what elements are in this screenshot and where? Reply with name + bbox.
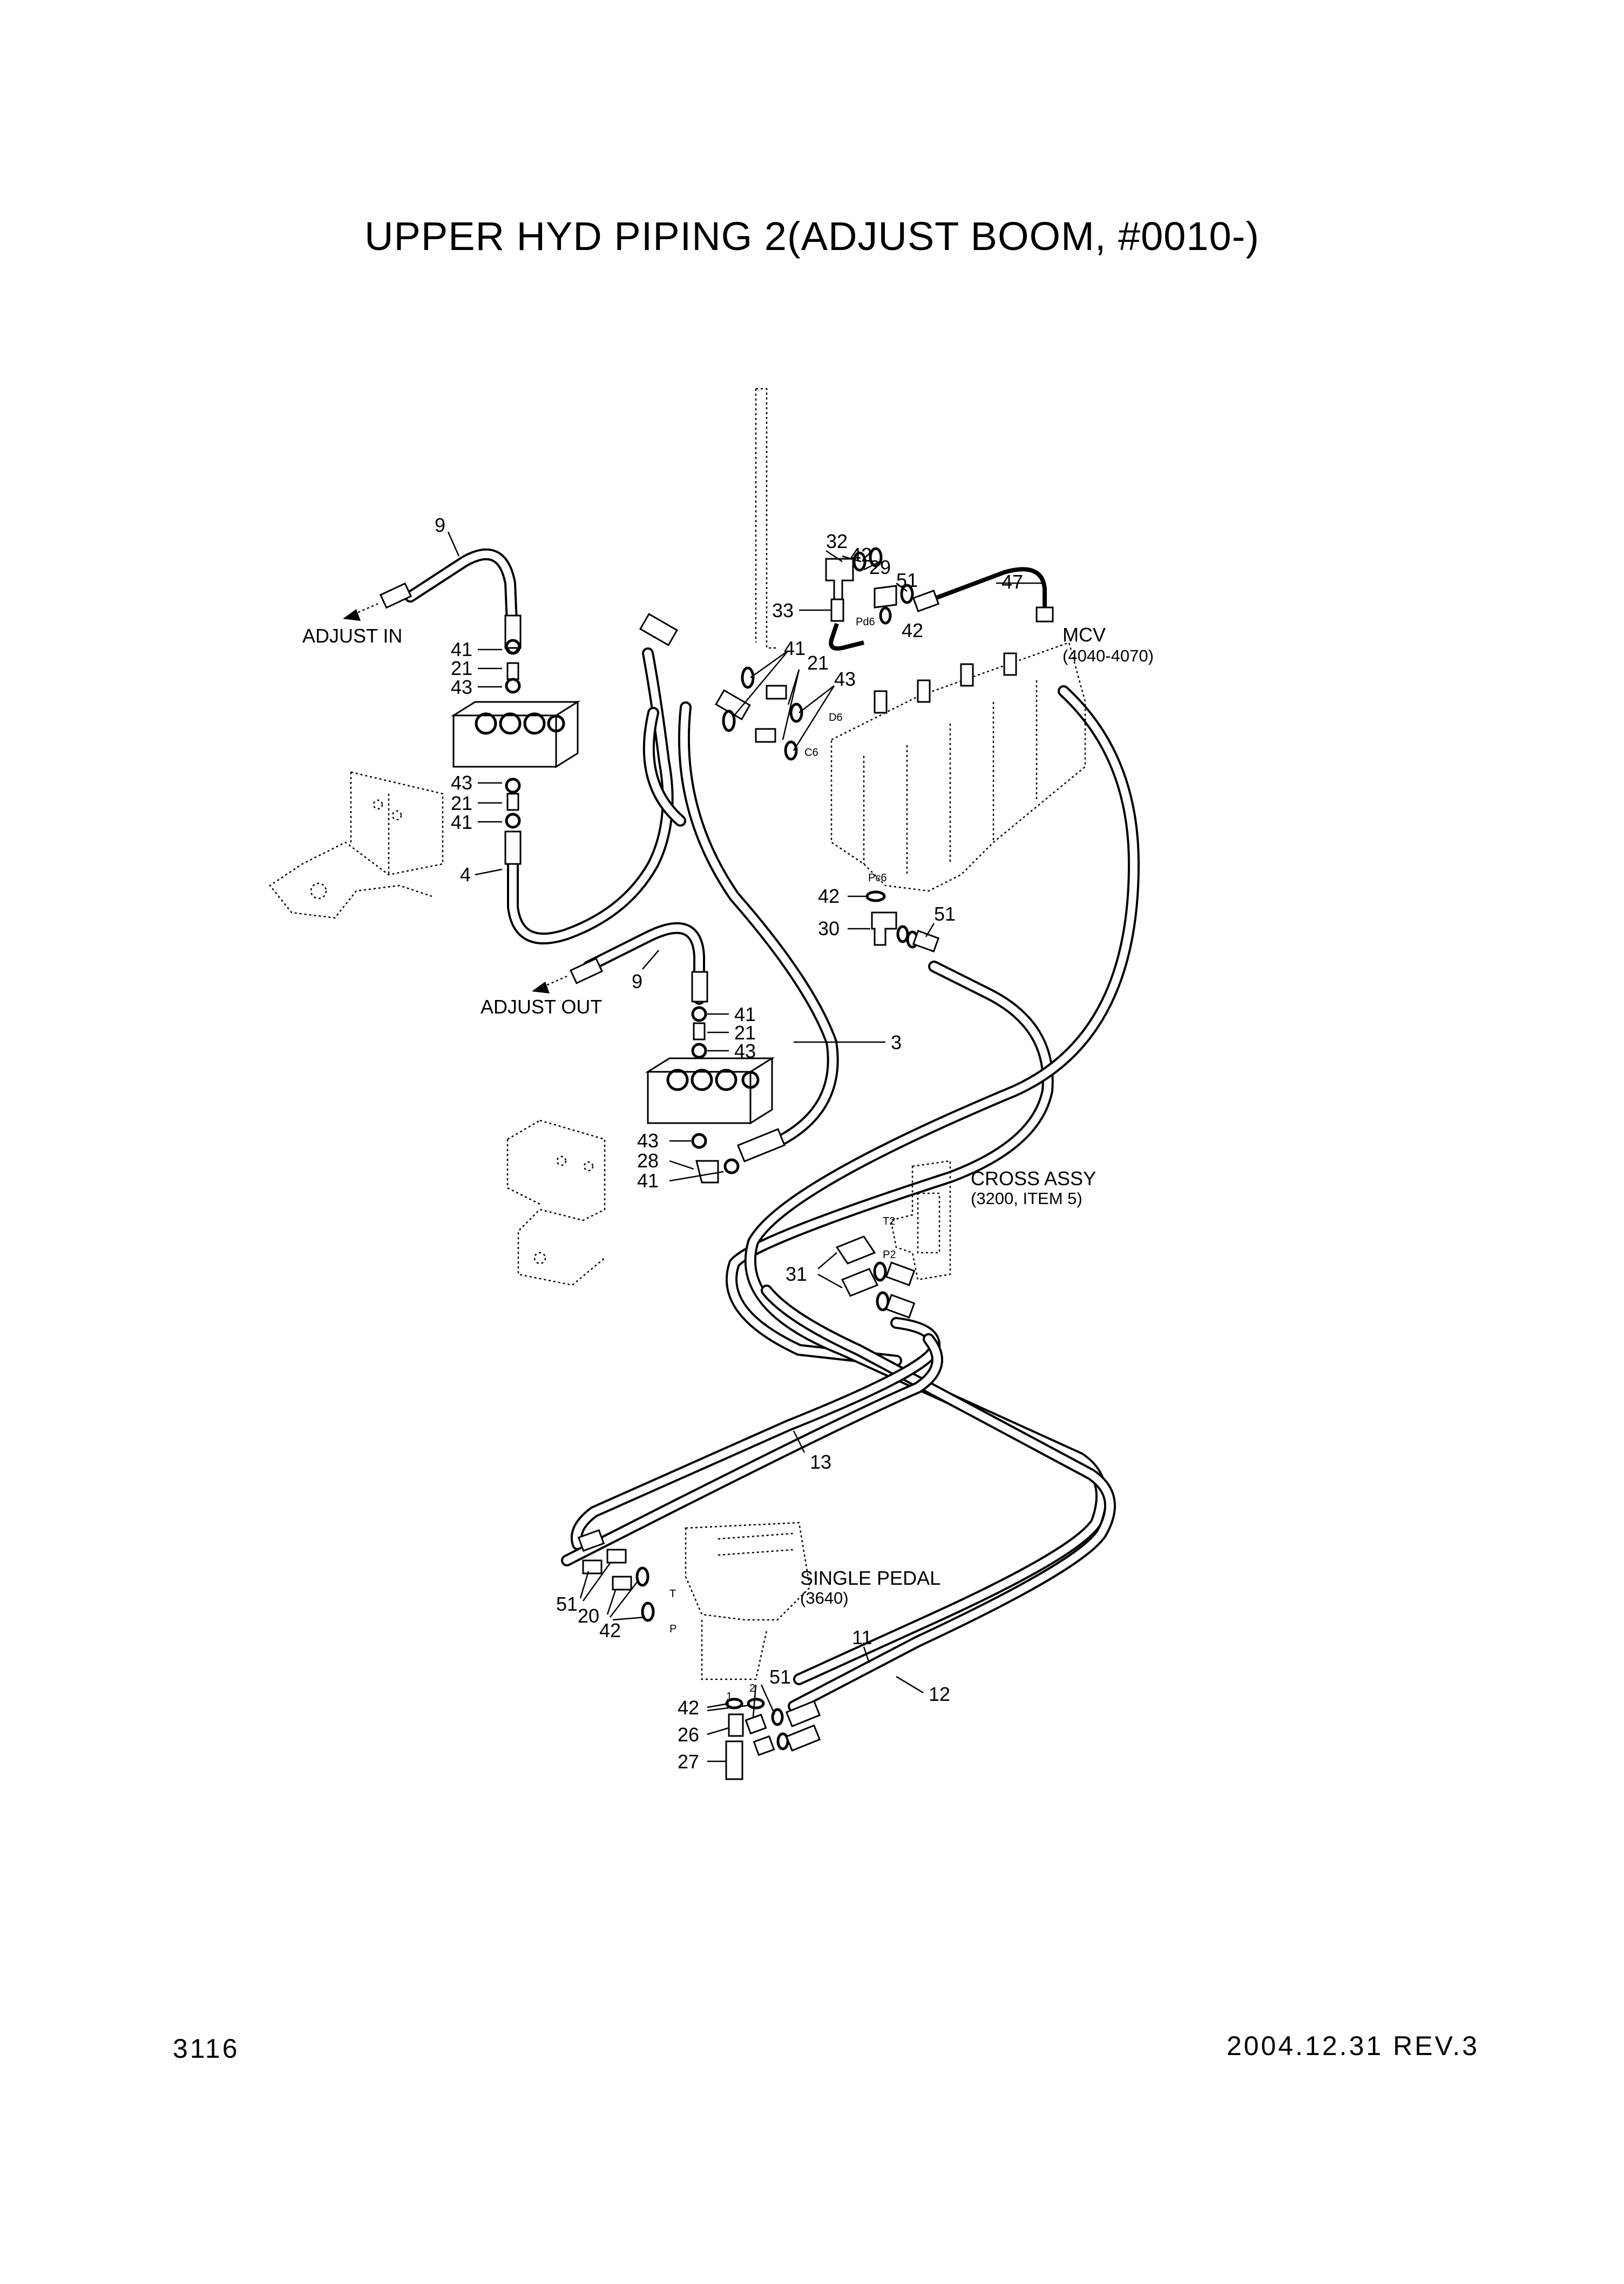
hose-11-12 [761, 1285, 1116, 1712]
callout-43-b: 43 [451, 772, 472, 794]
bracket-upper [269, 771, 444, 919]
callout-43-d: 43 [637, 1130, 659, 1152]
callout-9-upper: 9 [435, 514, 445, 536]
adjust-out-arrow-icon [532, 975, 567, 994]
callout-42-d: 42 [599, 1619, 621, 1641]
cross-assy-label: CROSS ASSY [971, 1167, 1096, 1190]
callout-26: 26 [678, 1724, 699, 1746]
callout-42-e: 42 [678, 1697, 699, 1719]
cross-assembly [890, 1160, 951, 1281]
date-revision: 2004.12.31 REV.3 [1226, 2031, 1479, 2061]
callout-21-a: 21 [451, 657, 472, 679]
callout-9-lower: 9 [632, 970, 642, 992]
port-p2-label: P2 [883, 1249, 896, 1261]
port-pd6-label: Pd6 [856, 616, 875, 628]
port-d6-label: D6 [829, 712, 843, 724]
port-p-label: P [669, 1623, 676, 1635]
bracket-lower [506, 1119, 606, 1286]
adjust-out-label: ADJUST OUT [481, 996, 602, 1018]
mcv-valve-body [755, 388, 1086, 892]
callout-42-a: 42 [850, 544, 872, 566]
callout-30: 30 [818, 917, 840, 940]
callout-41-d: 41 [637, 1170, 659, 1192]
single-pedal-valve [685, 1522, 811, 1680]
callout-21-b: 21 [451, 792, 472, 814]
hose-9-upper [404, 548, 519, 654]
callout-41-a: 41 [451, 638, 472, 660]
callout-42-c: 42 [818, 885, 840, 907]
fittings [379, 547, 1054, 1780]
callout-51-c: 51 [556, 1593, 578, 1615]
callout-31: 31 [786, 1263, 807, 1285]
junction-block-upper [450, 700, 581, 768]
page-title: UPPER HYD PIPING 2(ADJUST BOOM, #0010-) [364, 214, 1260, 259]
hose-to-d6 [642, 707, 686, 827]
page-number: 3116 [173, 2033, 240, 2064]
callout-21-c: 21 [734, 1022, 756, 1044]
callout-20: 20 [578, 1605, 599, 1627]
callout-51-b: 51 [934, 903, 956, 925]
single-pedal-ref-label: (3640) [800, 1589, 849, 1607]
mcv-label: MCV [1063, 624, 1106, 646]
callout-11: 11 [852, 1626, 872, 1648]
hose-pc6-to-cross [726, 961, 1054, 1367]
hose-3 [678, 701, 839, 1151]
callout-41-b: 41 [451, 811, 472, 833]
callout-27: 27 [678, 1751, 699, 1773]
cross-assy-ref-label: (3200, ITEM 5) [971, 1189, 1082, 1208]
hose-mcv-long [744, 685, 1140, 1685]
callout-3: 3 [891, 1031, 902, 1053]
callout-43-a: 43 [451, 676, 472, 698]
callout-47: 47 [1002, 571, 1023, 593]
port-pc6-label: Pc6 [868, 872, 887, 884]
callout-29: 29 [869, 556, 891, 578]
port-t-label: T [669, 1588, 676, 1600]
callout-43-e: 43 [834, 668, 856, 690]
hose-4 [507, 647, 674, 945]
callout-51-d: 51 [769, 1666, 791, 1688]
mcv-ref-label: (4040-4070) [1063, 646, 1154, 665]
callout-41-c: 41 [734, 1003, 756, 1025]
callout-43-c: 43 [734, 1040, 756, 1062]
hose-13 [561, 1317, 943, 1566]
junction-block-lower [645, 1057, 775, 1125]
callout-42-b: 42 [902, 619, 923, 641]
leader-lines [447, 531, 1046, 1762]
callout-21-d: 21 [807, 652, 829, 674]
callout-33: 33 [772, 599, 794, 621]
callout-13: 13 [810, 1451, 831, 1473]
callout-12: 12 [929, 1683, 950, 1705]
callout-4: 4 [460, 863, 471, 886]
callout-32: 32 [826, 530, 848, 552]
adjust-in-arrow-icon [343, 603, 378, 621]
port-1-label: 1 [726, 1691, 732, 1702]
hose-9-lower [583, 922, 705, 1005]
callout-28: 28 [637, 1150, 659, 1172]
adjust-in-label: ADJUST IN [302, 625, 402, 647]
port-2-label: 2 [749, 1682, 755, 1694]
callouts: 9 41 21 43 43 21 41 4 9 41 21 43 43 28 4… [435, 514, 1023, 1773]
single-pedal-label: SINGLE PEDAL [800, 1567, 940, 1589]
port-t2-label: T2 [883, 1215, 895, 1227]
port-c6-label: C6 [804, 747, 818, 759]
callout-51-a: 51 [896, 569, 918, 591]
callout-41-e: 41 [784, 637, 806, 659]
